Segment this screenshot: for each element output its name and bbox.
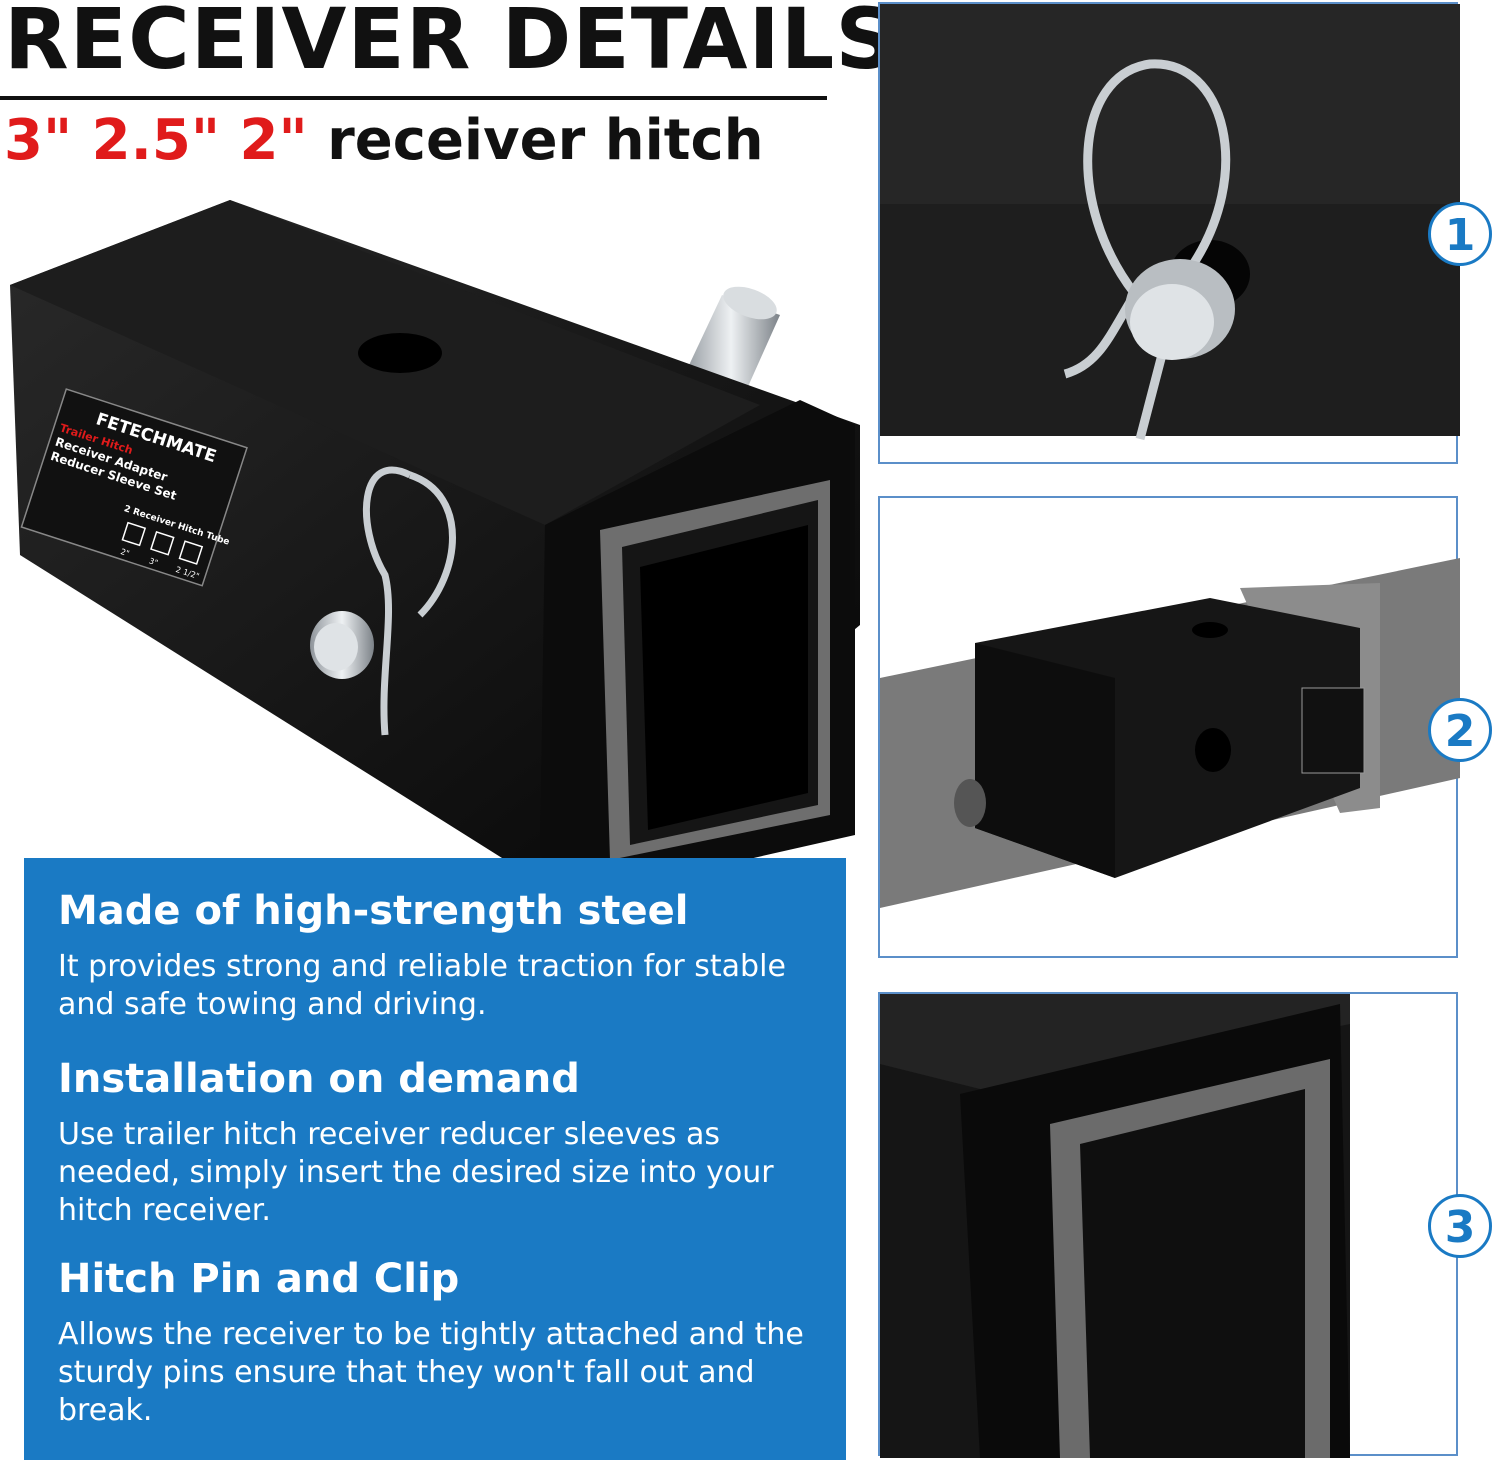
hitch-pin-clip-icon (310, 466, 456, 736)
sleeve-in-receiver-icon (880, 558, 1460, 908)
product-label: FETECHMATE Trailer Hitch Receiver Adapte… (20, 388, 248, 587)
page-subtitle: 3" 2.5" 2" receiver hitch (4, 108, 764, 173)
feature-title: Made of high-strength steel (58, 888, 689, 934)
detail-badge: 3 (1428, 1194, 1492, 1258)
subtitle-text: receiver hitch (307, 108, 764, 173)
pin-and-clip-icon (880, 4, 1460, 441)
label-size-mark: 3" (148, 556, 159, 567)
features-panel: Made of high-strength steel It provides … (24, 858, 846, 1460)
title-divider (0, 96, 827, 100)
feature-title: Hitch Pin and Clip (58, 1256, 460, 1302)
feature-body: Use trailer hitch receiver reducer sleev… (58, 1117, 774, 1228)
feature-body: Allows the receiver to be tightly attach… (58, 1317, 804, 1428)
detail-badge: 2 (1428, 698, 1492, 762)
square-opening-icon (880, 994, 1350, 1458)
detail-image-opening: 3 (878, 992, 1492, 1458)
main-product-image: FETECHMATE Trailer Hitch Receiver Adapte… (10, 200, 860, 895)
detail-image-installed: 2 (878, 496, 1492, 958)
feature-title: Installation on demand (58, 1056, 580, 1102)
detail-image-pin: 1 (878, 2, 1492, 464)
feature-body: It provides strong and reliable traction… (58, 949, 786, 1022)
subtitle-sizes: 3" 2.5" 2" (4, 108, 308, 173)
detail-badge: 1 (1428, 202, 1492, 266)
label-size-mark: 2" (119, 547, 130, 558)
page-title: RECEIVER DETAILS (4, 0, 897, 88)
